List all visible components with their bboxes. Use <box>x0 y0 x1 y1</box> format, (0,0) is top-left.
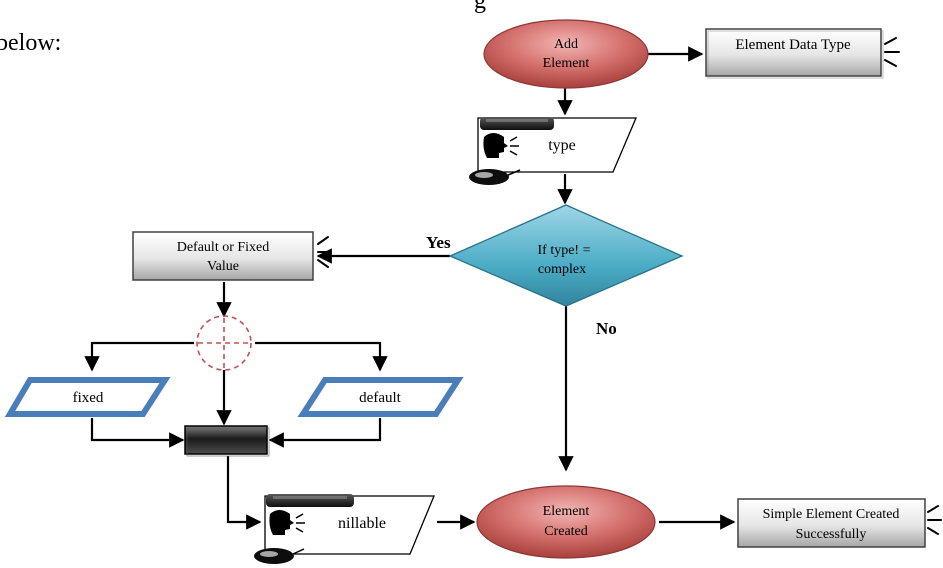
edge-default-to-merge <box>268 418 382 448</box>
signal-lines-icon <box>884 37 900 67</box>
merge-bar-node <box>184 425 270 457</box>
type-input-node: type <box>469 117 637 185</box>
type-input-label: type <box>548 137 576 154</box>
default-or-fixed-label-1: Default or Fixed <box>177 240 270 255</box>
edge-split-to-default <box>255 341 388 372</box>
page-text-left-cut: below: <box>0 30 62 56</box>
default-or-fixed-node: Default or Fixed Value <box>132 231 332 281</box>
keyboard-icon <box>480 117 554 130</box>
page-text-top-cut: g <box>474 0 486 14</box>
nillable-input-node: nillable <box>254 494 435 564</box>
signal-lines-icon <box>927 505 942 535</box>
default-io-node: default <box>297 377 464 417</box>
fixed-label: fixed <box>73 390 104 406</box>
decision-label-2: complex <box>538 262 586 277</box>
default-or-fixed-label-2: Value <box>207 259 239 274</box>
connector-lines <box>84 46 736 530</box>
mouse-icon <box>254 548 305 564</box>
edge-split-to-fixed <box>84 341 194 372</box>
simple-element-created-node: Simple Element Created Successfully <box>737 498 942 548</box>
speaking-head-icon <box>483 133 519 158</box>
add-element-label-1: Add <box>554 37 578 52</box>
decision-node: If type! = complex <box>448 204 684 307</box>
signal-lines-icon <box>317 236 332 268</box>
simple-created-label-1: Simple Element Created <box>763 507 900 522</box>
element-created-label-1: Element <box>543 504 590 519</box>
nillable-input-label: nillable <box>338 515 386 532</box>
edge-fixed-to-merge <box>90 418 185 448</box>
mouse-icon <box>469 169 521 185</box>
no-label: No <box>596 319 617 338</box>
decision-label-1: If type! = <box>538 243 591 258</box>
fixed-io-node: fixed <box>4 377 171 417</box>
add-element-label-2: Element <box>543 56 590 71</box>
speaking-head-icon <box>269 510 305 535</box>
element-created-label-2: Created <box>544 524 588 539</box>
element-data-type-label: Element Data Type <box>735 37 851 53</box>
edge-merge-to-nillable <box>226 456 262 530</box>
keyboard-icon <box>266 494 354 507</box>
simple-created-label-2: Successfully <box>796 527 867 542</box>
add-element-node: Add Element <box>483 19 649 89</box>
yes-label: Yes <box>426 233 451 252</box>
default-label: default <box>359 390 401 406</box>
dashed-circle-connector-icon <box>196 315 252 371</box>
element-data-type-node: Element Data Type <box>705 28 900 79</box>
element-created-node: Element Created <box>476 485 656 559</box>
